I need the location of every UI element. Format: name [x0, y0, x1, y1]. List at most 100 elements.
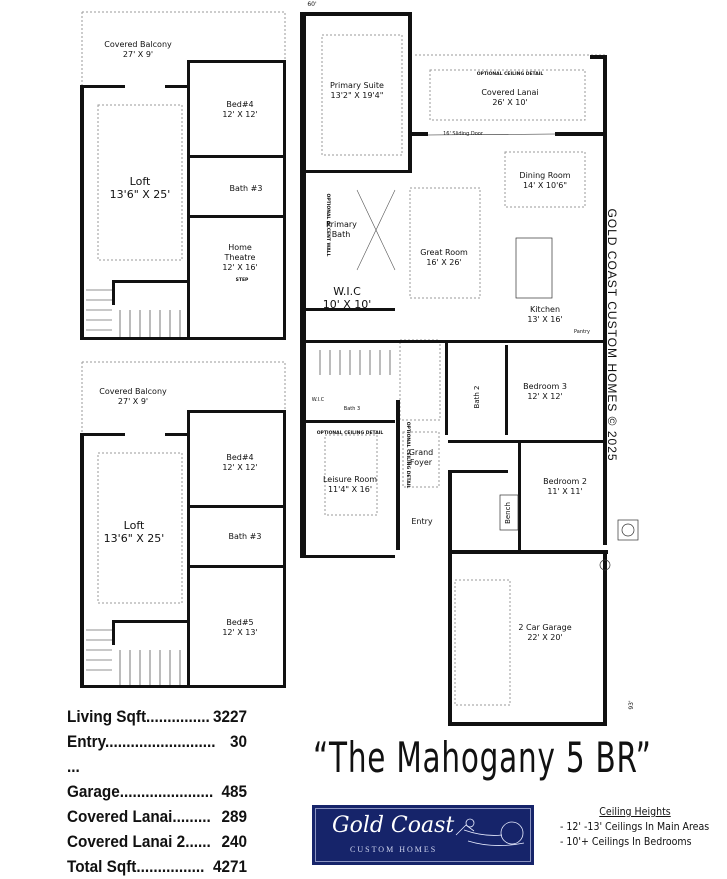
logo-line2: CUSTOM HOMES — [350, 845, 438, 854]
room-size: 12' X 12' — [222, 463, 258, 472]
sliding-door-label: 16' Sliding Door — [443, 131, 483, 137]
plan-title: “The Mahogany 5 BR” — [313, 733, 652, 782]
stat-label: Entry.......................... ... — [67, 732, 216, 776]
room-name: Covered Lanai — [481, 88, 539, 97]
foyer-ceiling-note: OPTIONAL CEILING DETAIL — [405, 421, 410, 489]
stat-label: Living Sqft............... — [67, 707, 210, 726]
room-bath2: Bath 2 — [473, 385, 481, 409]
stat-value: 30 — [229, 732, 247, 751]
leisure-ceiling-note: OPTIONAL CEILING DETAIL — [316, 431, 384, 436]
room-size: 16' X 26' — [426, 258, 462, 267]
room-name: Bed#5 — [226, 618, 254, 627]
stat-label: Garage...................... — [67, 782, 214, 801]
stat-value: 289 — [221, 807, 247, 826]
room-size: 13' X 16' — [527, 315, 563, 324]
room-size: 12' X 12' — [527, 392, 563, 401]
room-size: 11' X 11' — [547, 487, 583, 496]
room-entry: Entry — [411, 517, 433, 526]
stat-row: Covered Lanai 2...... 240 — [67, 829, 247, 854]
stat-row: Garage...................... 485 — [67, 779, 247, 804]
sqft-stats: Living Sqft...............3227 Entry....… — [67, 704, 247, 879]
room-name: Covered Balcony — [99, 387, 167, 396]
room-size: 13'6" X 25' — [109, 188, 171, 201]
accent-wall-note: OPTIONAL ACCENT WALL — [325, 193, 330, 257]
dimension-right: 93' — [628, 700, 635, 710]
room-name: W.I.C — [333, 285, 361, 298]
room-size: 12' X 12' — [222, 110, 258, 119]
room-bath3-a: Bath #3 — [230, 184, 263, 194]
ceiling-item: - 12' -13' Ceilings In Main Areas — [560, 821, 710, 833]
room-primary-bath: Primary Bath — [326, 220, 357, 239]
room-size: 13'6" X 25' — [103, 532, 165, 545]
room-name: Kitchen — [529, 305, 561, 314]
logo-line1: Gold Coast — [332, 813, 455, 838]
room-name: Primary Suite — [330, 81, 384, 90]
stat-value: 240 — [221, 832, 247, 851]
stat-label: Covered Lanai......... — [67, 807, 211, 826]
stat-label: Total Sqft................ — [67, 857, 205, 876]
room-name: Loft — [129, 175, 151, 188]
room-name: Covered Balcony — [104, 40, 172, 49]
ceiling-heights: Ceiling Heights - 12' -13' Ceilings In M… — [560, 805, 710, 850]
room-size: 27' X 9' — [122, 50, 154, 59]
room-bench: Bench — [504, 502, 512, 524]
room-size: 12' X 13' — [222, 628, 258, 637]
stat-row: Total Sqft................ 4271 — [67, 854, 247, 879]
room-size: 10' X 10' — [322, 298, 372, 311]
stat-row: Entry.......................... ... 30 — [67, 729, 247, 779]
room-name: Bedroom 3 — [523, 382, 567, 391]
room-name: Bath #3 — [228, 532, 262, 541]
stat-row: Living Sqft...............3227 — [67, 704, 247, 729]
room-size: 14' X 10'6" — [522, 181, 568, 190]
room-name: Great Room — [420, 248, 468, 257]
stat-label: Covered Lanai 2...... — [67, 832, 211, 851]
room-name: Bed#4 — [226, 453, 254, 462]
gold-coast-logo: Gold Coast CUSTOM HOMES — [312, 805, 534, 865]
room-bath3: Bath 3 — [343, 406, 361, 412]
ceiling-heading: Ceiling Heights — [599, 806, 671, 818]
room-name: 2 Car Garage — [518, 623, 572, 632]
stat-value: 3227 — [212, 707, 247, 726]
room-name: Bath #3 — [229, 184, 263, 193]
room-name: Leisure Room — [322, 475, 378, 484]
lanai-ceiling-note: OPTIONAL CEILING DETAIL — [476, 72, 544, 77]
room-bath3-b: Bath #3 — [229, 532, 262, 542]
room-size: 26' X 10' — [492, 98, 528, 107]
brand-vertical-text: GOLD COAST CUSTOM HOMES © 2025 — [605, 208, 619, 462]
step-label: STEP — [235, 278, 249, 283]
room-name: Dining Room — [519, 171, 571, 180]
room-size: 11'4" X 16' — [327, 485, 373, 494]
stat-value: 4271 — [212, 857, 247, 876]
room-size: 13'2" X 19'4" — [330, 91, 384, 100]
room-size: 22' X 20' — [527, 633, 563, 642]
room-name: Home Theatre — [224, 243, 256, 262]
room-size: 12' X 16' — [222, 263, 258, 272]
room-pantry: Pantry — [574, 329, 590, 335]
room-wic-small: W.I.C — [311, 397, 325, 403]
dimension-top: 60' — [307, 1, 317, 8]
stat-row: Covered Lanai......... 289 — [67, 804, 247, 829]
room-name: Bedroom 2 — [543, 477, 587, 486]
sun-palm-icon — [455, 818, 525, 846]
room-grand-foyer: Grand Foyer — [408, 448, 434, 467]
ceiling-item: - 10'+ Ceilings In Bedrooms — [560, 836, 692, 848]
stat-value: 485 — [221, 782, 247, 801]
room-name: Loft — [123, 519, 145, 532]
